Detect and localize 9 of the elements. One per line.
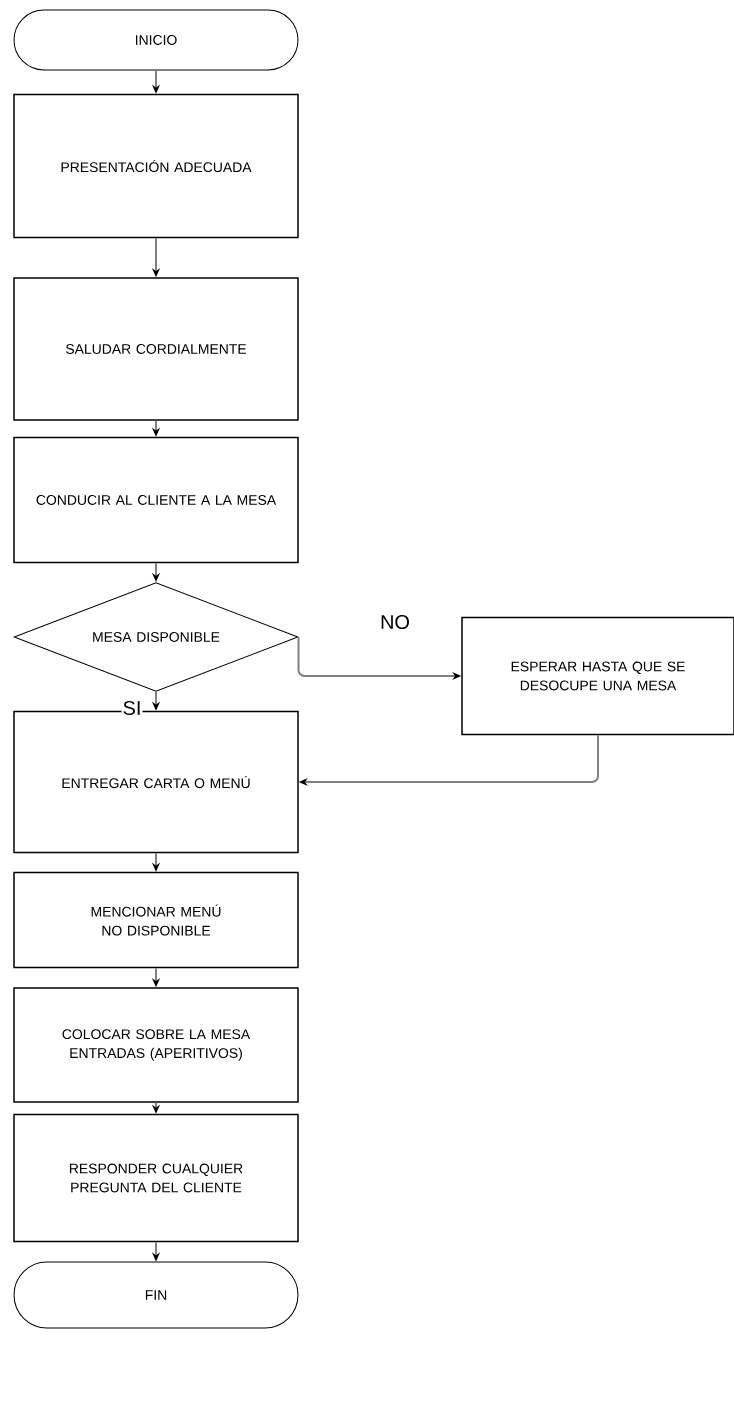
process-box: ESPERAR HASTA QUE SE DESOCUPE UNA MESA	[461, 616, 734, 736]
process-box: SALUDAR CORDIALMENTE	[13, 277, 299, 421]
edge-label: SI	[121, 699, 143, 717]
process-box: COLOCAR SOBRE LA MESA ENTRADAS (APERITIVOS)	[13, 987, 299, 1103]
edge-label: NO	[379, 613, 411, 631]
process-box: MENCIONAR MENÚ NO DISPONIBLE	[13, 871, 299, 969]
process-box: PRESENTACIÓN ADECUADA	[13, 93, 299, 239]
process-box: RESPONDER CUALQUIER PREGUNTA DEL CLIENTE	[13, 1113, 299, 1243]
process-box: CONDUCIR AL CLIENTE A LA MESA	[13, 436, 299, 564]
